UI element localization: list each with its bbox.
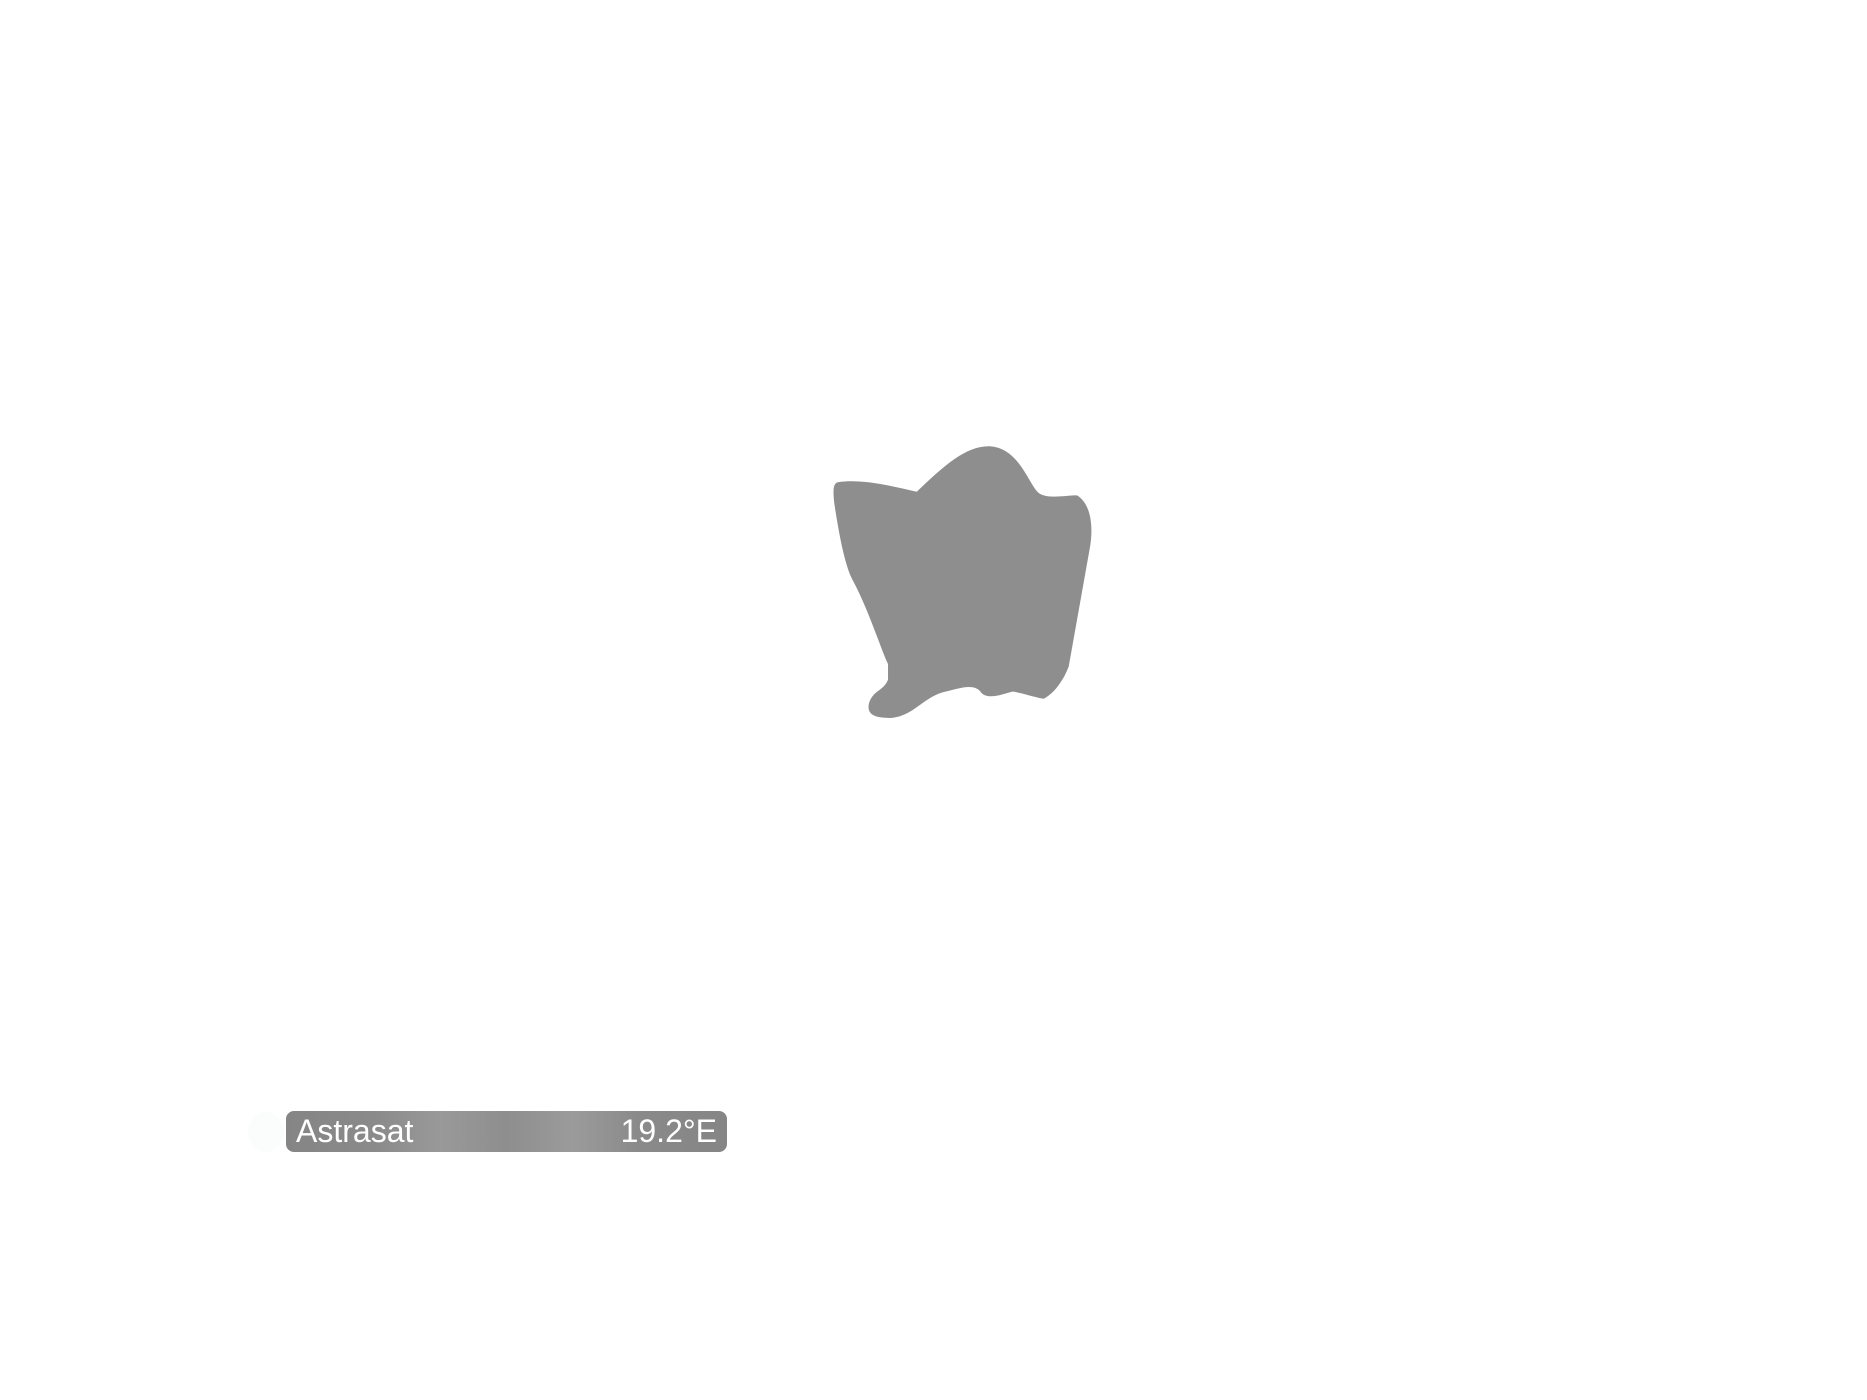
gray-blob-shape (833, 446, 1092, 718)
channel-logo-placeholder (248, 1112, 284, 1152)
satellite-position: 19.2°E (620, 1113, 717, 1149)
channel-info-banner: Astrasat 19.2°E (286, 1111, 727, 1152)
channel-name: Astrasat (296, 1113, 414, 1149)
